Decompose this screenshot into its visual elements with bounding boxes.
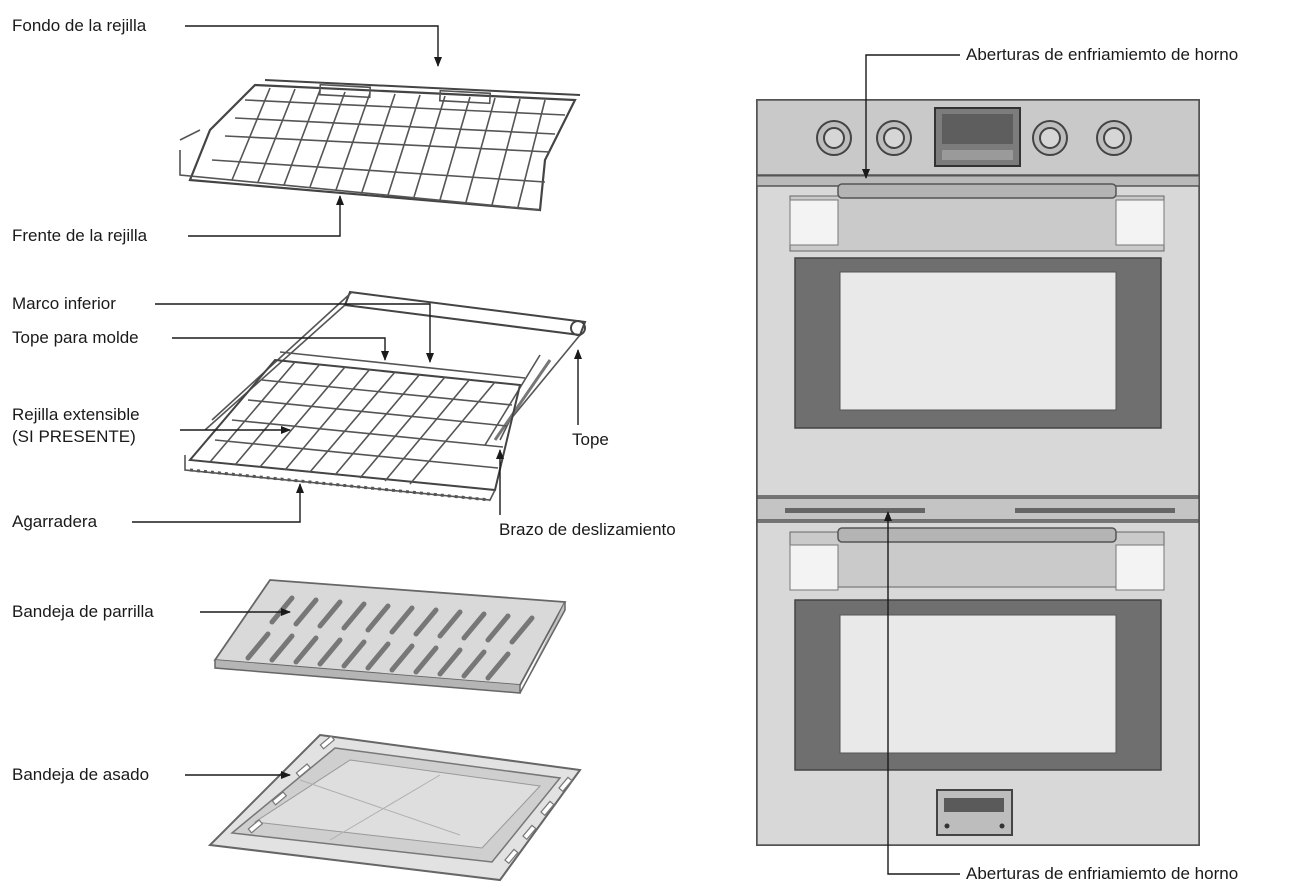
label-brazo-deslizamiento: Brazo de deslizamiento	[499, 520, 676, 539]
label-tope-molde: Tope para molde	[12, 328, 139, 347]
label-aberturas-superior: Aberturas de enfriamiemto de horno	[966, 45, 1239, 64]
label-frente-rejilla: Frente de la rejilla	[12, 226, 148, 245]
brand-badge	[936, 789, 1013, 836]
oven-rack-illustration	[179, 79, 581, 212]
control-knobs	[816, 120, 1132, 156]
broil-pan-illustration	[213, 579, 567, 694]
double-oven-illustration	[756, 99, 1200, 846]
label-bandeja-parrilla: Bandeja de parrilla	[12, 602, 154, 621]
label-aberturas-inferior: Aberturas de enfriamiemto de horno	[966, 864, 1239, 883]
label-agarradera: Agarradera	[12, 512, 98, 531]
label-tope: Tope	[572, 430, 609, 449]
label-rejilla-extensible: Rejilla extensible	[12, 405, 140, 424]
label-bandeja-asado: Bandeja de asado	[12, 765, 150, 784]
label-si-presente: (SI PRESENTE)	[12, 427, 136, 446]
extensible-rack-illustration	[184, 290, 587, 502]
label-fondo-rejilla: Fondo de la rejilla	[12, 16, 147, 35]
leader-lines	[132, 25, 960, 875]
label-marco-inferior: Marco inferior	[12, 294, 116, 313]
roasting-pan-illustration	[207, 733, 582, 882]
